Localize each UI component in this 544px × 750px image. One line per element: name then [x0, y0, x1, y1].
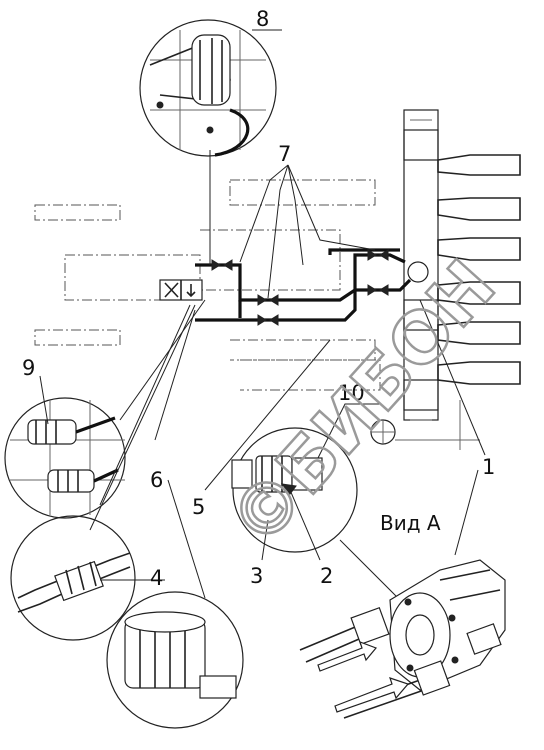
watermark-text: ©БИБОН	[214, 245, 511, 562]
callout-7: 7	[278, 142, 291, 166]
detail-circle-10	[231, 403, 380, 561]
callout-labels: 8 7 9 10 1 6 5 3 2 4 Вид А	[22, 7, 495, 590]
callout-1: 1	[482, 455, 495, 479]
detail-circle-8	[139, 19, 277, 157]
cylinder-body	[34, 179, 381, 391]
manifold-assembly	[370, 109, 521, 450]
callout-5: 5	[192, 495, 205, 519]
valve-block-symbol	[159, 279, 203, 301]
detail-circle-6	[106, 479, 244, 729]
callout-10: 10	[338, 381, 365, 405]
flow-arrows	[317, 640, 410, 713]
callout-4: 4	[150, 566, 163, 590]
callout-6: 6	[150, 468, 163, 492]
leaders-7	[239, 164, 376, 299]
callout-8: 8	[256, 7, 269, 31]
view-a-label: Вид А	[380, 511, 441, 535]
detail-circle-9	[4, 375, 126, 519]
detail-circle-4	[10, 515, 165, 641]
leaders-misc	[89, 150, 486, 601]
hose-routing	[195, 248, 429, 322]
callout-2: 2	[320, 564, 333, 588]
callout-3: 3	[250, 564, 263, 588]
hose-coupling-symbols	[211, 249, 389, 326]
view-a-unit	[299, 559, 506, 719]
callout-9: 9	[22, 356, 35, 380]
